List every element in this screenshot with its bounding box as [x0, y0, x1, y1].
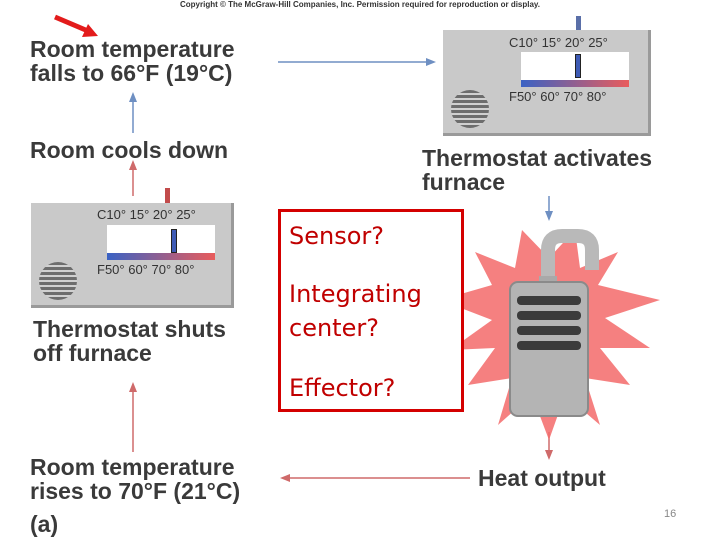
- furnace-illustration: [440, 229, 660, 440]
- room-cools-heading: Room cools down: [30, 137, 229, 163]
- celsius-scale: C10° 15° 20° 25°: [509, 35, 608, 50]
- fahrenheit-scale: F50° 60° 70° 80°: [509, 89, 607, 104]
- arrow-to-thermostat-top: [278, 58, 436, 66]
- effector-question: Effector?: [289, 374, 396, 402]
- red-pointer-arrow-icon: [54, 14, 98, 37]
- thermostat-dial-icon: [39, 262, 77, 300]
- arrow-shuts-to-cools: [129, 160, 137, 196]
- arrow-cools-to-falls: [129, 92, 137, 133]
- thermometer-window: [521, 52, 629, 85]
- room-falls-heading: Room temperature falls to 66°F (19°C): [30, 36, 235, 87]
- room-rises-heading: Room temperature rises to 70°F (21°C): [30, 454, 241, 505]
- fahrenheit-scale: F50° 60° 70° 80°: [97, 262, 195, 277]
- temperature-bar: [107, 253, 215, 260]
- page-number: 16: [664, 508, 677, 520]
- thermostat-top: C10° 15° 20° 25° F50° 60° 70° 80°: [443, 16, 651, 136]
- arrow-rises-to-shuts: [129, 382, 137, 452]
- thermostat-left: C10° 15° 20° 25° F50° 60° 70° 80°: [31, 188, 234, 308]
- arrow-heat-to-rises: [280, 474, 470, 482]
- integrating-center-question: Integrating center?: [289, 280, 422, 342]
- arrow-activates-to-furnace: [545, 196, 553, 221]
- panel-letter: (a): [30, 511, 59, 537]
- thermostat-shuts-heading: Thermostat shuts off furnace: [33, 316, 226, 367]
- question-box: Sensor? Integrating center? Effector?: [278, 209, 464, 412]
- celsius-scale: C10° 15° 20° 25°: [97, 207, 196, 222]
- thermostat-dial-icon: [451, 90, 489, 128]
- copyright-notice: Copyright © The McGraw-Hill Companies, I…: [179, 0, 541, 9]
- temperature-bar: [521, 80, 629, 87]
- furnace-pipe-icon: [541, 229, 599, 282]
- heat-output-heading: Heat output: [478, 465, 606, 491]
- thermostat-activates-heading: Thermostat activates furnace: [422, 145, 653, 196]
- thermometer-window: [107, 225, 215, 258]
- sensor-question: Sensor?: [289, 222, 385, 250]
